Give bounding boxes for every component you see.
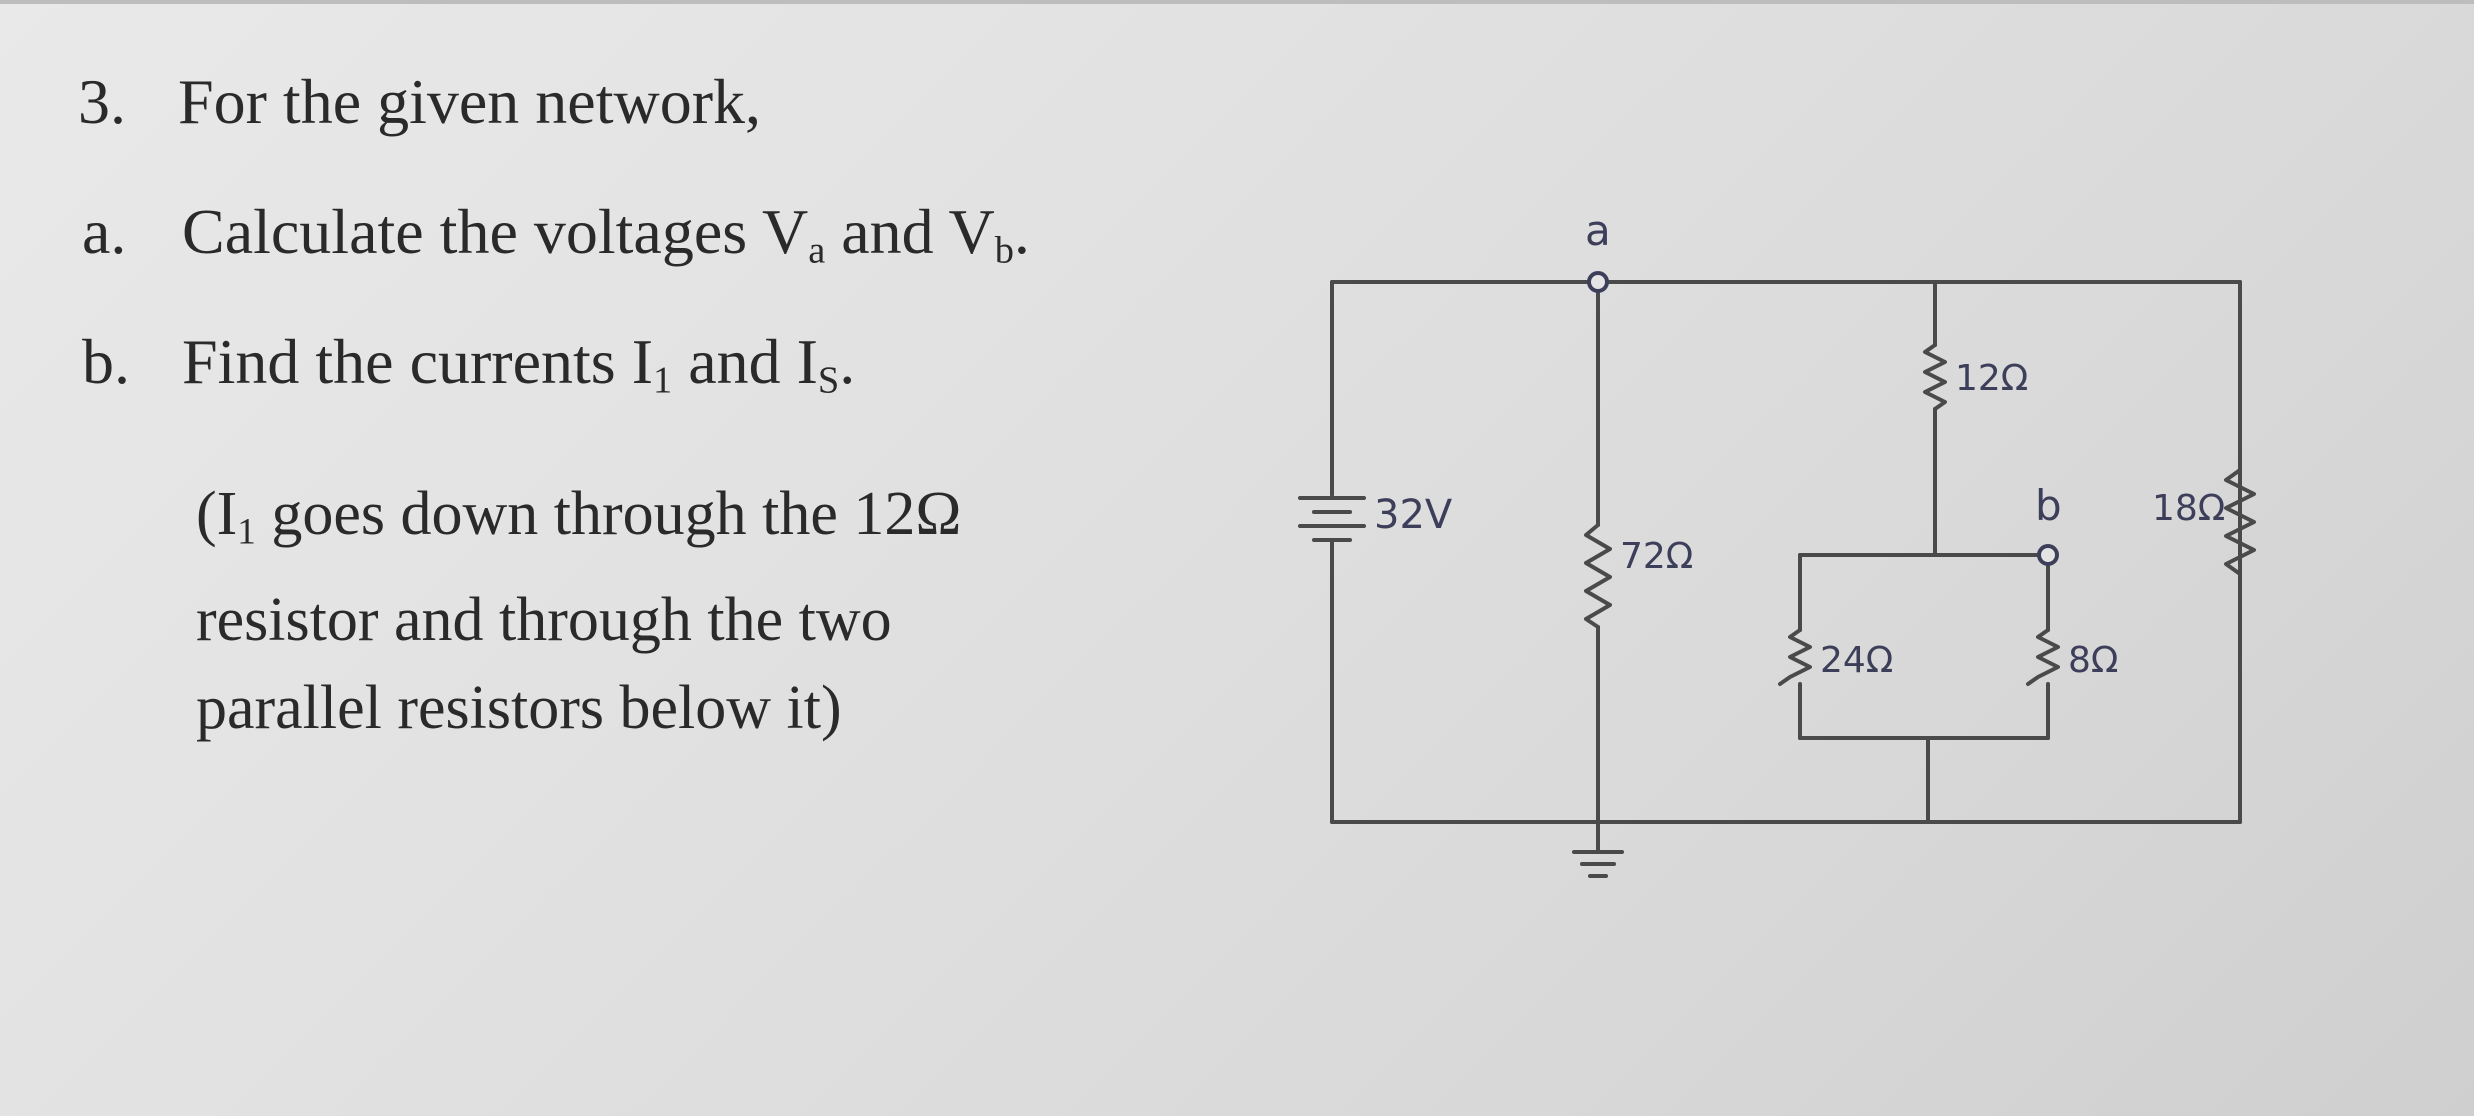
note-line-1-sub: 1 — [237, 511, 256, 553]
current-note: (I1 goes down through the 12Ω resistor a… — [196, 470, 962, 752]
part-a-text-2: and V — [825, 196, 995, 267]
node-a-label: a — [1585, 206, 1611, 255]
r12-label: 12Ω — [1955, 358, 2028, 399]
r18-label: 18Ω — [2152, 488, 2225, 529]
note-line-1-b: goes down through the 12Ω — [255, 480, 962, 548]
part-a-sub-1: a — [808, 229, 826, 272]
part-a-letter: a. — [82, 196, 127, 267]
resistor-18-zigzag — [2224, 468, 2256, 576]
node-b-dot — [2037, 544, 2059, 566]
part-a-text-1: Calculate the voltages V — [182, 196, 809, 267]
part-a-sub-2: b — [994, 229, 1014, 272]
note-line-1: (I1 goes down through the 12Ω — [196, 470, 962, 576]
node-a-dot — [1587, 271, 1609, 293]
part-a-text-3: . — [1013, 196, 1030, 267]
part-b: b.Find the currents I1 and IS. — [82, 330, 855, 400]
question-title-text: For the given network, — [178, 66, 761, 137]
top-rule — [0, 0, 2474, 4]
question-title: 3.For the given network, — [78, 70, 761, 134]
resistor-72-zigzag — [1584, 523, 1612, 629]
resistor-12-zigzag — [1923, 343, 1947, 411]
source-label: 32V — [1374, 492, 1453, 538]
part-a: a.Calculate the voltages Va and Vb. — [82, 200, 1030, 270]
note-line-1-a: (I — [196, 480, 238, 548]
r8-label: 8Ω — [2068, 640, 2118, 681]
resistor-8-zigzag — [2026, 628, 2060, 686]
resistor-24-zigzag — [1778, 628, 1812, 686]
part-b-letter: b. — [82, 326, 130, 397]
part-b-sub-1: 1 — [653, 359, 673, 402]
note-line-3: parallel resistors below it) — [196, 674, 842, 743]
question-number: 3. — [78, 66, 126, 137]
part-b-text-3: . — [839, 326, 856, 397]
part-b-text-2: and I — [672, 326, 818, 397]
node-b-label: b — [2035, 481, 2062, 530]
note-line-2: resistor and through the two — [196, 586, 892, 655]
part-b-text-1: Find the currents I — [182, 326, 653, 397]
r24-label: 24Ω — [1820, 640, 1893, 681]
r72-label: 72Ω — [1620, 536, 1693, 577]
part-b-sub-2: S — [817, 359, 840, 402]
